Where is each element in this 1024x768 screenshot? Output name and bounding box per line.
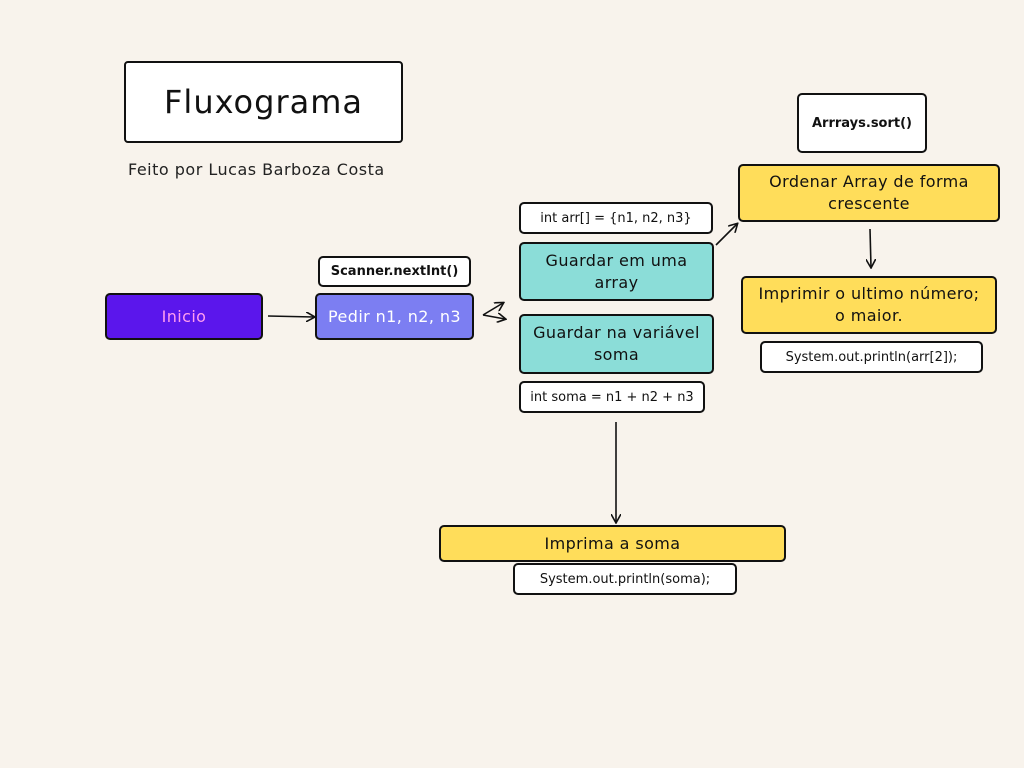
node-inicio: Inicio (105, 293, 263, 340)
node-pedir: Pedir n1, n2, n3 (315, 293, 474, 340)
page-title: Fluxograma (124, 61, 403, 143)
arrow-ordenar-to-imprimir (870, 228, 871, 267)
arrow-pedir-to-array (482, 303, 503, 316)
arrow-array-to-ordenar (715, 224, 737, 246)
arrow-pedir-to-soma (482, 315, 505, 319)
annotation-arr-decl: int arr[] = {n1, n2, n3} (519, 202, 713, 234)
node-guardar-soma: Guardar na variável soma (519, 314, 714, 374)
page-subtitle: Feito por Lucas Barboza Costa (128, 160, 385, 179)
arrow-inicio-to-pedir (267, 316, 314, 317)
node-guardar-array: Guardar em uma array (519, 242, 714, 301)
annotation-println-soma: System.out.println(soma); (513, 563, 737, 595)
annotation-scanner: Scanner.nextInt() (318, 256, 471, 287)
annotation-soma-decl: int soma = n1 + n2 + n3 (519, 381, 705, 413)
node-imprima-soma: Imprima a soma (439, 525, 786, 562)
annotation-println-arr: System.out.println(arr[2]); (760, 341, 983, 373)
annotation-sort: Arrrays.sort() (797, 93, 927, 153)
node-ordenar: Ordenar Array de forma crescente (738, 164, 1000, 222)
node-imprimir-maior: Imprimir o ultimo número; o maior. (741, 276, 997, 334)
